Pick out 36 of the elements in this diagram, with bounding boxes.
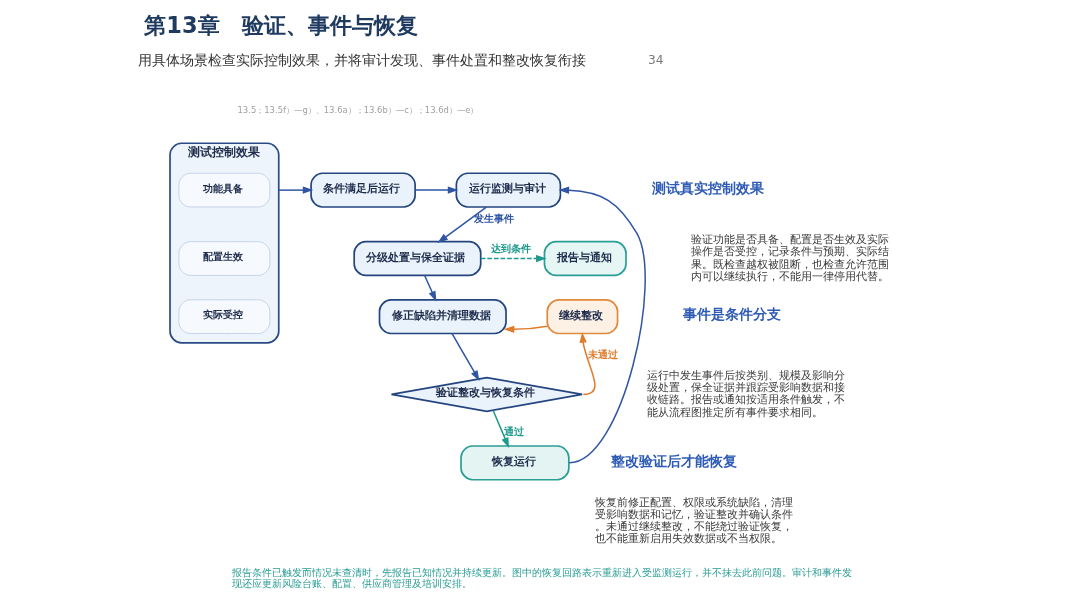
label: 运行中发生事件后按类别、规模及影响分级处置，保全证据并跟踪受影响数据和接收链路。报告或通知按适用条件触发，不能从流程图推定所有事件要求相同。 xyxy=(647,369,846,419)
node-box: 运行监测与审计 xyxy=(455,172,562,208)
edge-label: 达到条件 xyxy=(491,241,532,254)
node-box: 条件满足后运行 xyxy=(310,172,416,208)
label: 测试真实控制效果 xyxy=(651,179,764,196)
node-box: 分级处置与保全证据 xyxy=(353,240,482,277)
label: 验证功能是否具备、配置是否生效及实际操作是否受控，记录条件与预期、实际结果。既检查越权被阻断，也检查允许范围内可以继续执行，不能用一律停用代替。 xyxy=(691,233,890,283)
edge-label: 通过 xyxy=(503,424,524,437)
edge-label: 发生事件 xyxy=(473,211,514,224)
arrow xyxy=(414,186,459,194)
arrow xyxy=(579,332,596,396)
diagram-title: 第13章 验证、事件与恢复 xyxy=(144,11,418,38)
node-box: 恢复运行 xyxy=(460,445,570,481)
node-box: 功能具备 xyxy=(178,172,271,208)
arrow xyxy=(492,409,510,449)
label: 报告条件已触发而情况未查清时，先报告已知情况并持续更新。图中的恢复回路表示重新进入受监测运行，并不抹去此前问题。审计和事件发现还应更新风险台账、配置、供应商管理及培训安排。 xyxy=(231,566,852,590)
label: 用具体场景检查实际控制效果，并将审计发现、事件处置和整改恢复衔接 xyxy=(138,51,587,68)
arrow xyxy=(423,274,437,302)
node-box: 实际受控 xyxy=(178,299,271,334)
edge-label: 未通过 xyxy=(588,347,619,360)
node-diamond: 验证整改与恢复条件 xyxy=(390,376,583,413)
node-box: 修正缺陷并清理数据 xyxy=(378,298,507,335)
label: 整改验证后才能恢复 xyxy=(610,452,737,469)
label: 恢复前修正配置、权限或系统缺陷，清理受影响数据和记忆，验证整改并确认条件。未通过继续整改，不能绕过验证恢复，也不能重新启用失效数据或不当权限。 xyxy=(594,495,793,546)
node-box: 配置生效 xyxy=(178,241,271,276)
node-box: 继续整改 xyxy=(546,298,619,335)
arrow xyxy=(558,186,646,464)
arrow xyxy=(503,325,548,333)
label: 13.5；13.5f）—g）、13.6a）；13.6b）—c）；13.6d）—e） xyxy=(237,104,479,115)
arrow xyxy=(451,332,480,381)
label: 34 xyxy=(648,52,664,67)
arrow xyxy=(278,186,314,194)
node-box: 报告与通知 xyxy=(543,240,627,277)
arrow xyxy=(480,254,547,263)
arrow xyxy=(437,206,488,243)
label: 事件是条件分支 xyxy=(682,306,781,323)
